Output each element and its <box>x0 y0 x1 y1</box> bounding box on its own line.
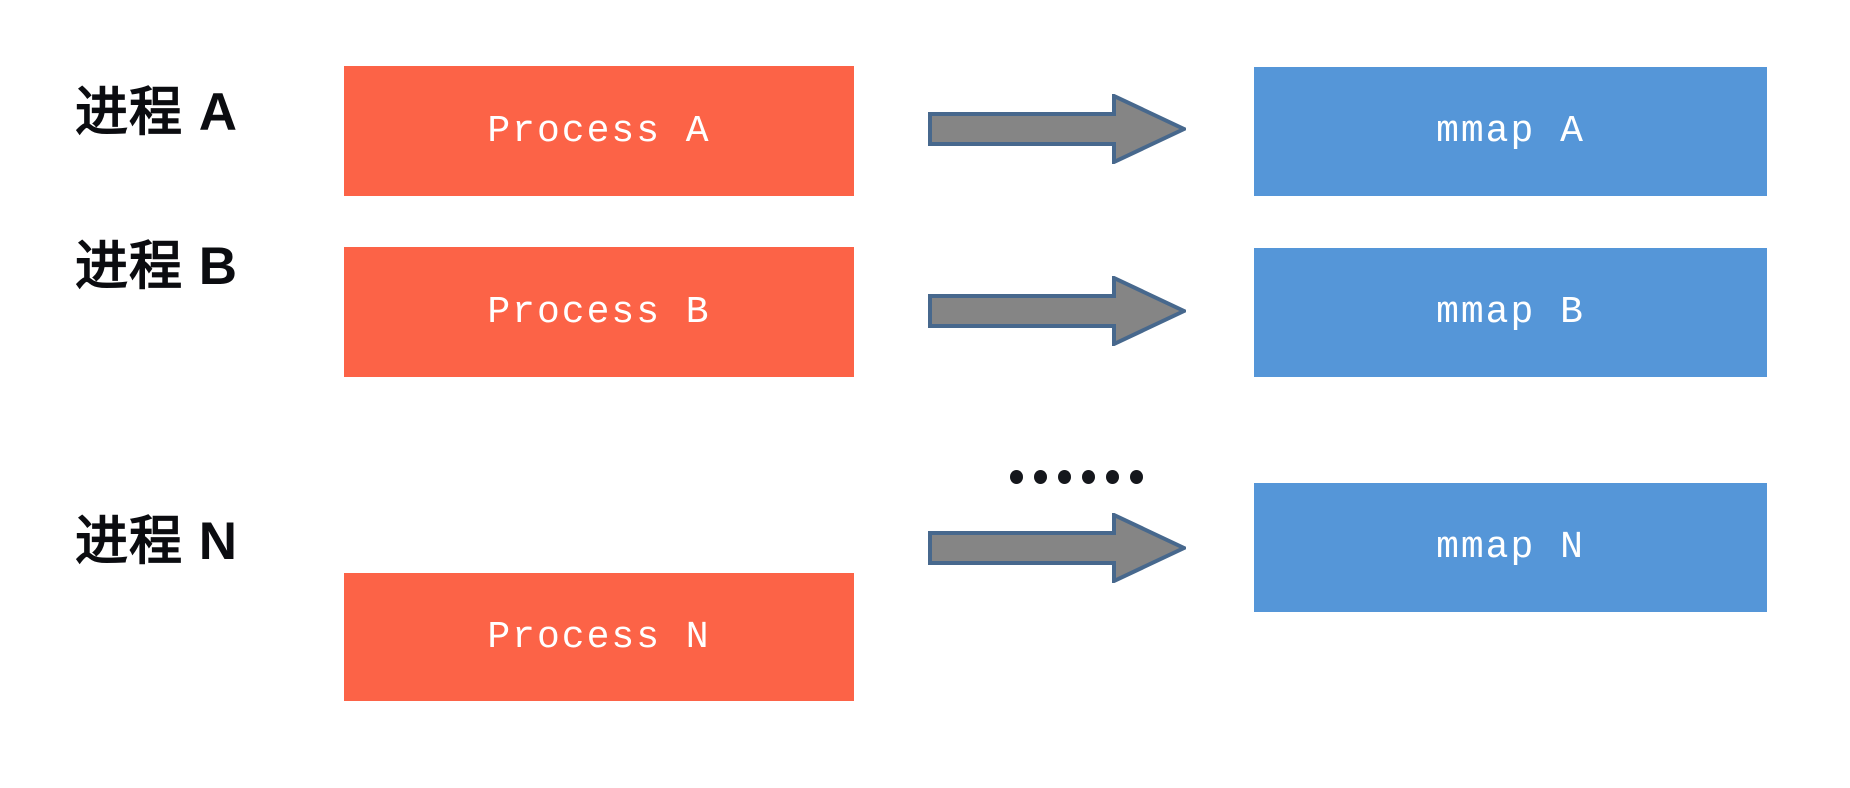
mmap-box-label-b: mmap B <box>1436 291 1585 334</box>
right-arrow-icon-b <box>928 274 1189 348</box>
mmap-box-b[interactable]: mmap B <box>1254 248 1767 377</box>
process-row-label-b: 进程 B <box>75 237 238 296</box>
ellipsis-dot <box>1082 470 1095 484</box>
process-box-label-a: Process A <box>487 109 711 153</box>
ellipsis-dot <box>1010 470 1023 484</box>
process-box-label-n: Process N <box>487 615 711 659</box>
process-row-label-n: 进程 N <box>75 512 238 571</box>
mmap-box-n[interactable]: mmap N <box>1254 483 1767 612</box>
process-box-n[interactable]: Process N <box>344 573 854 701</box>
mmap-box-a[interactable]: mmap A <box>1254 67 1767 196</box>
ellipsis-indicator <box>1010 470 1143 484</box>
ellipsis-dot <box>1106 470 1119 484</box>
process-box-label-b: Process B <box>487 290 711 334</box>
right-arrow-icon-n <box>928 511 1189 585</box>
ellipsis-dot <box>1058 470 1071 484</box>
process-row-label-a: 进程 A <box>75 83 238 142</box>
ellipsis-dot <box>1130 470 1143 484</box>
process-box-b[interactable]: Process B <box>344 247 854 377</box>
right-arrow-icon-a <box>928 92 1189 166</box>
ellipsis-dot <box>1034 470 1047 484</box>
mmap-box-label-a: mmap A <box>1436 110 1585 153</box>
process-box-a[interactable]: Process A <box>344 66 854 196</box>
mmap-box-label-n: mmap N <box>1436 526 1585 569</box>
